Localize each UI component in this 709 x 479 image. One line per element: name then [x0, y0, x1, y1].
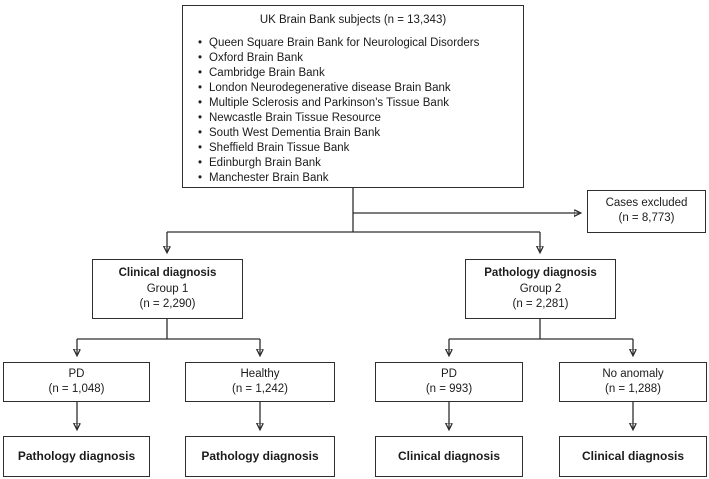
node-outcome-pathology-2: Pathology diagnosis	[185, 436, 335, 477]
node-group1-healthy: Healthy (n = 1,242)	[185, 362, 335, 402]
node-count: (n = 1,242)	[232, 383, 288, 395]
list-item: South West Dementia Brain Bank	[183, 126, 523, 141]
list-item: Oxford Brain Bank	[183, 51, 523, 66]
group1-title: Clinical diagnosis	[118, 267, 217, 279]
group2-subtitle: Group 2	[519, 282, 562, 295]
node-label: PD	[441, 368, 457, 380]
list-item: Manchester Brain Bank	[183, 171, 523, 186]
excluded-label: Cases excluded	[605, 197, 688, 209]
node-outcome-pathology-1: Pathology diagnosis	[3, 436, 150, 477]
node-outcome-clinical-2: Clinical diagnosis	[559, 436, 707, 477]
node-cases-excluded: Cases excluded (n = 8,773)	[587, 190, 706, 233]
node-outcome-clinical-1: Clinical diagnosis	[375, 436, 523, 477]
excluded-count: (n = 8,773)	[618, 212, 675, 224]
list-item: Multiple Sclerosis and Parkinson's Tissu…	[183, 96, 523, 111]
list-item: Sheffield Brain Tissue Bank	[183, 141, 523, 156]
list-item: London Neurodegenerative disease Brain B…	[183, 81, 523, 96]
node-label: PD	[68, 368, 85, 380]
group2-count: (n = 2,281)	[512, 298, 569, 310]
node-label: Healthy	[240, 368, 280, 380]
list-item: Queen Square Brain Bank for Neurological…	[183, 36, 523, 51]
group1-count: (n = 2,290)	[139, 298, 196, 310]
group2-title: Pathology diagnosis	[484, 267, 597, 279]
brain-bank-list: Queen Square Brain Bank for Neurological…	[183, 36, 523, 186]
list-item: Cambridge Brain Bank	[183, 66, 523, 81]
group1-subtitle: Group 1	[146, 282, 189, 295]
node-group2-pathology-diagnosis: Pathology diagnosis Group 2 (n = 2,281)	[465, 259, 616, 319]
node-group2-no-anomaly: No anomaly (n = 1,288)	[559, 362, 707, 402]
node-group2-pd: PD (n = 993)	[375, 362, 523, 402]
node-count: (n = 993)	[425, 383, 473, 395]
node-count: (n = 1,048)	[48, 383, 105, 395]
root-title: UK Brain Bank subjects (n = 13,343)	[259, 14, 447, 26]
node-label: No anomaly	[602, 368, 664, 380]
root-node-uk-brain-bank: UK Brain Bank subjects (n = 13,343) Quee…	[182, 5, 524, 188]
node-group1-clinical-diagnosis: Clinical diagnosis Group 1 (n = 2,290)	[92, 259, 243, 319]
node-count: (n = 1,288)	[605, 383, 661, 395]
node-group1-pd: PD (n = 1,048)	[3, 362, 150, 402]
list-item: Edinburgh Brain Bank	[183, 156, 523, 171]
list-item: Newcastle Brain Tissue Resource	[183, 111, 523, 126]
